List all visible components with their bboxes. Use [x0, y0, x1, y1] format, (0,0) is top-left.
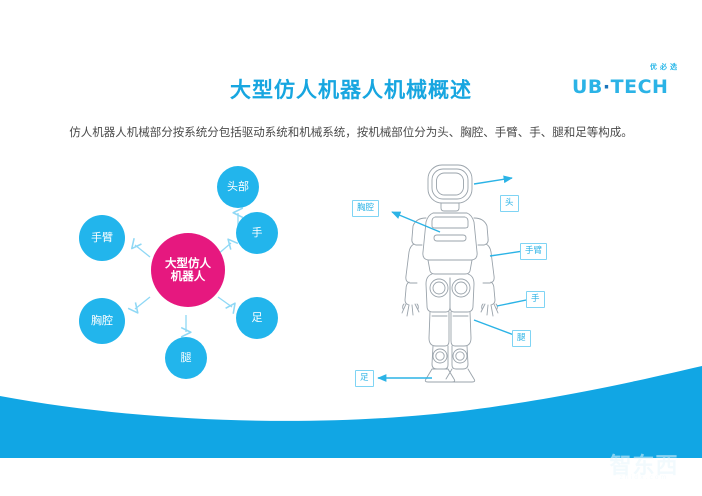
logo-chinese-text: 优必选 [650, 63, 680, 71]
bottom-wave-decoration [0, 366, 702, 458]
logo-wordmark: UB·TECH [572, 76, 668, 98]
robot-callout-leg[interactable]: 腿 [512, 330, 531, 347]
radial-node-foot[interactable]: 足 [236, 297, 278, 339]
radial-diagram: 大型仿人 机器人 头部 手 足 腿 胸腔 手臂 [55, 155, 320, 385]
radial-node-leg[interactable]: 腿 [165, 337, 207, 379]
page-subtitle: 仿人机器人机械部分按系统分包括驱动系统和机械系统，按机械部位分为头、胸腔、手臂、… [69, 125, 633, 139]
robot-line-art [377, 164, 537, 383]
logo-word-tech: TECH [610, 76, 669, 98]
watermark-text: 智东西 [609, 454, 679, 479]
robot-callout-hand[interactable]: 手 [526, 291, 545, 308]
logo-word-ub: UB [572, 76, 603, 98]
page-title: 大型仿人机器人机械概述 [230, 78, 472, 102]
logo-dot: · [602, 76, 611, 98]
radial-node-arm[interactable]: 手臂 [79, 215, 125, 261]
robot-callout-arm[interactable]: 手臂 [520, 243, 548, 260]
radial-center-line1: 大型仿人 [165, 255, 211, 270]
radial-center-node[interactable]: 大型仿人 机器人 [151, 233, 225, 307]
watermark-domain: zhidx.com [619, 474, 669, 481]
radial-node-chest[interactable]: 胸腔 [79, 298, 125, 344]
radial-node-hand[interactable]: 手 [236, 212, 278, 254]
radial-center-line2: 机器人 [170, 269, 206, 283]
robot-callout-chest[interactable]: 胸腔 [352, 200, 380, 217]
robot-callout-foot[interactable]: 足 [355, 370, 374, 387]
robot-diagram: 头 胸腔 手臂 手 腿 足 [340, 160, 585, 390]
radial-node-head[interactable]: 头部 [217, 166, 259, 208]
ubtech-logo: 优必选 UB·TECH [572, 62, 684, 104]
robot-callout-head[interactable]: 头 [500, 195, 519, 212]
watermark: 智东西 zhidx.com [596, 448, 692, 488]
